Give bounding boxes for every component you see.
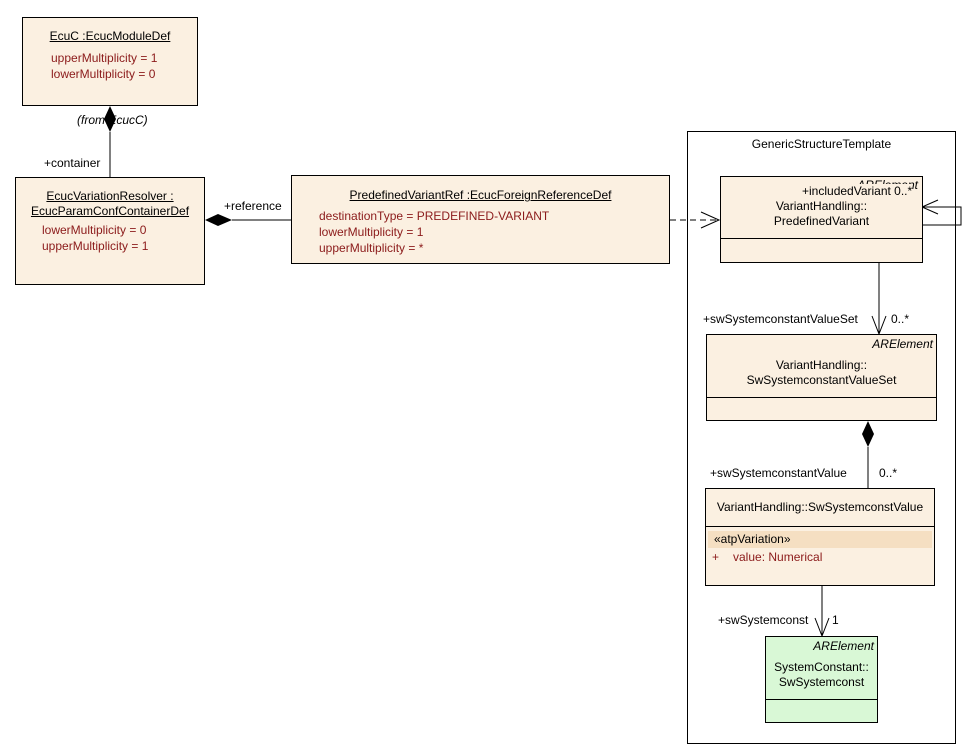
value-composition-diamond: [862, 421, 874, 447]
predef-ref-attr: upperMultiplicity = *: [319, 241, 424, 255]
container-role-label: +container: [44, 156, 101, 170]
destination-arrowhead: [700, 211, 721, 229]
package-name: GenericStructureTemplate: [751, 137, 892, 151]
sysconst-multiplicity: 1: [832, 613, 839, 627]
value-attr: value: Numerical: [733, 550, 823, 564]
reference-composition-diamond: [205, 214, 232, 226]
valueset-stereotype: ARElement: [872, 337, 933, 351]
predef-ref-attr: destinationType = PREDEFINED-VARIANT: [319, 209, 550, 223]
valueset-separator: [707, 397, 936, 398]
sw-systemconst-value-box[interactable]: VariantHandling::SwSystemconstValue «atp…: [705, 488, 935, 586]
valueset-role-label: +swSystemconstantValueSet: [703, 312, 858, 326]
resolver-attr: lowerMultiplicity = 0: [42, 223, 147, 237]
value-attr-visibility: +: [712, 550, 720, 564]
predefined-variant-ref-box[interactable]: PredefinedVariantRef :EcucForeignReferen…: [291, 175, 670, 264]
sw-systemconstant-value-set-box[interactable]: ARElement VariantHandling:: SwSystemcons…: [706, 334, 937, 421]
valueset-multiplicity: 0..*: [891, 312, 910, 326]
sysconst-name-line1: SystemConstant::: [774, 660, 869, 674]
valueset-name-line1: VariantHandling::: [775, 358, 868, 372]
ecuc-attr: lowerMultiplicity = 0: [51, 67, 156, 81]
included-variant-role-label: +includedVariant 0..*: [802, 184, 913, 198]
value-attr-stereo-row: «atpVariation»: [708, 531, 932, 548]
ecuc-attr: upperMultiplicity = 1: [51, 51, 158, 65]
sysconst-name-line2: SwSystemconst: [778, 675, 865, 689]
valueset-name-line2: SwSystemconstantValueSet: [746, 373, 897, 387]
value-role-label: +swSystemconstantValue: [710, 466, 847, 480]
value-separator: [706, 526, 934, 527]
resolver-title-line1: EcucVariationResolver :: [46, 189, 174, 203]
from-ecuc-note: (from EcucC): [77, 113, 148, 127]
predefined-variant-separator: [721, 238, 922, 239]
predefined-variant-name-line1: VariantHandling::: [775, 199, 868, 213]
resolver-attr: upperMultiplicity = 1: [42, 239, 149, 253]
value-attr-stereotype: «atpVariation»: [714, 532, 791, 546]
ecuc-title: EcuC :EcucModuleDef: [49, 29, 171, 43]
ecuc-module-def-box[interactable]: EcuC :EcucModuleDef upperMultiplicity = …: [22, 17, 198, 106]
sysconst-role-label: +swSystemconst: [718, 613, 809, 627]
ecuc-variation-resolver-box[interactable]: EcucVariationResolver : EcucParamConfCon…: [15, 177, 205, 285]
value-title: VariantHandling::SwSystemconstValue: [716, 500, 924, 514]
reference-role-label: +reference: [224, 199, 282, 213]
value-multiplicity: 0..*: [879, 466, 898, 480]
predef-ref-title: PredefinedVariantRef :EcucForeignReferen…: [349, 188, 612, 202]
predefined-variant-name-line2: PredefinedVariant: [773, 214, 870, 228]
sysconst-stereotype: ARElement: [813, 639, 874, 653]
container-composition-diamond: [104, 106, 116, 132]
sw-systemconst-box[interactable]: ARElement SystemConstant:: SwSystemconst: [765, 636, 878, 723]
resolver-title-line2: EcucParamConfContainerDef: [30, 204, 190, 218]
predef-ref-attr: lowerMultiplicity = 1: [319, 225, 424, 239]
package-generic-structure-template[interactable]: GenericStructureTemplate: [687, 131, 956, 744]
sysconst-separator: [766, 699, 877, 700]
included-variant-self-line: [922, 206, 962, 226]
